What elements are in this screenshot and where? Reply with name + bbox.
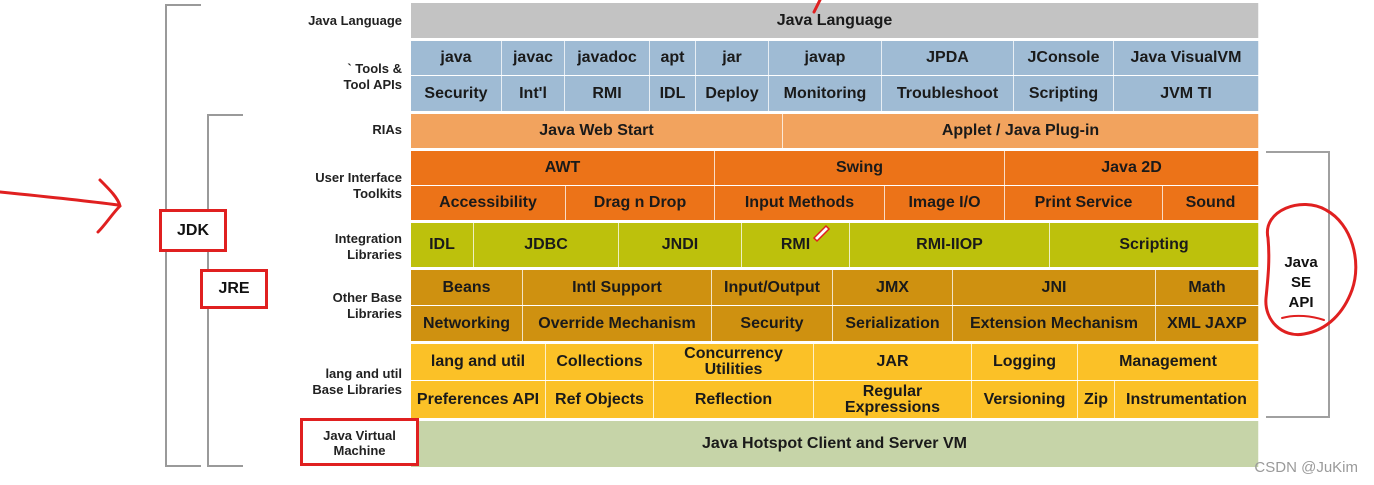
cell-networking: Networking: [411, 306, 523, 341]
red-top-mark: [812, 0, 822, 14]
cell-tools-monitoring: Monitoring: [769, 76, 882, 111]
row-label-ui-line1: User Interface: [315, 170, 402, 185]
cell-tools-rmi: RMI: [565, 76, 650, 111]
cell-tools-security: Security: [411, 76, 502, 111]
cell-tools-apt: apt: [650, 41, 696, 75]
cell-applet-plugin: Applet / Java Plug-in: [783, 114, 1259, 148]
cell-image-io: Image I/O: [885, 186, 1005, 220]
row-label-other-base-line1: Other Base: [332, 290, 402, 305]
cell-input-output: Input/Output: [712, 270, 833, 305]
java-se-api-label: Java SE API: [1276, 253, 1326, 313]
cell-hotspot-vm: Java Hotspot Client and Server VM: [411, 421, 1259, 467]
java-se-api-line3: API: [1288, 294, 1314, 311]
pen-cursor-icon: [812, 224, 831, 243]
cell-concurrency-utilities: Concurrency Utilities: [654, 344, 814, 380]
row-label-lang-util: lang and util Base Libraries: [270, 366, 402, 398]
cell-tools-intl: Int'l: [502, 76, 565, 111]
cell-accessibility: Accessibility: [411, 186, 566, 220]
cell-jndi: JNDI: [619, 223, 742, 267]
cell-versioning: Versioning: [972, 381, 1078, 418]
cell-collections: Collections: [546, 344, 654, 380]
red-underline: [1281, 314, 1325, 321]
cell-logging: Logging: [972, 344, 1078, 380]
cell-swing: Swing: [715, 151, 1005, 185]
row-label-integration-line2: Libraries: [347, 247, 402, 262]
row-label-ui: User Interface Toolkits: [270, 170, 402, 202]
cell-tools-java: java: [411, 41, 502, 75]
cell-java-web-start: Java Web Start: [411, 114, 783, 148]
cell-jni: JNI: [953, 270, 1156, 305]
cell-ob-security: Security: [712, 306, 833, 341]
cell-tools-jconsole: JConsole: [1014, 41, 1114, 75]
row-label-rias: RIAs: [372, 122, 402, 137]
red-arrow-head: [96, 178, 122, 234]
red-arrow-stroke: [0, 190, 120, 207]
red-circle: [1264, 203, 1358, 337]
cell-java-language: Java Language: [411, 3, 1259, 38]
row-label-lang-util-line1: lang and util: [325, 366, 402, 381]
cell-java-2d: Java 2D: [1005, 151, 1259, 185]
cell-ref-objects: Ref Objects: [546, 381, 654, 418]
cell-int-idl: IDL: [411, 223, 474, 267]
java-se-api-line1: Java: [1284, 254, 1318, 271]
java-se-api-bracket: [1266, 151, 1330, 418]
cell-input-methods: Input Methods: [715, 186, 885, 220]
row-label-other-base-line2: Libraries: [347, 306, 402, 321]
cell-print-service: Print Service: [1005, 186, 1163, 220]
cell-override-mechanism: Override Mechanism: [523, 306, 712, 341]
row-label-tools: ` Tools & Tool APIs: [270, 61, 403, 93]
cell-serialization: Serialization: [833, 306, 953, 341]
row-label-lang-util-line2: Base Libraries: [312, 382, 402, 397]
java-se-api-line2: SE: [1290, 274, 1311, 291]
cell-intl-support: Intl Support: [523, 270, 712, 305]
row-label-jvm-line2: Machine: [333, 443, 386, 458]
row-label-tools-line2: Tool APIs: [343, 77, 403, 92]
cell-drag-n-drop: Drag n Drop: [566, 186, 715, 220]
cell-tools-idl: IDL: [650, 76, 696, 111]
cell-int-rmi: RMI: [742, 223, 850, 267]
cell-zip: Zip: [1078, 381, 1115, 418]
watermark: CSDN @JuKim: [1254, 459, 1358, 476]
cell-sound: Sound: [1163, 186, 1259, 220]
cell-tools-javadoc: javadoc: [565, 41, 650, 75]
cell-tools-java-visualvm: Java VisualVM: [1114, 41, 1259, 75]
cell-xml-jaxp: XML JAXP: [1156, 306, 1259, 341]
cell-preferences-api: Preferences API: [411, 381, 546, 418]
cell-awt: AWT: [411, 151, 715, 185]
jre-label: JRE: [200, 269, 268, 309]
row-label-ui-line2: Toolkits: [353, 186, 402, 201]
cell-tools-jpda: JPDA: [882, 41, 1014, 75]
cell-tools-troubleshoot: Troubleshoot: [882, 76, 1014, 111]
cell-management: Management: [1078, 344, 1259, 380]
cell-tools-scripting: Scripting: [1014, 76, 1114, 111]
cell-tools-jar: jar: [696, 41, 769, 75]
row-label-integration-line1: Integration: [334, 231, 402, 246]
row-label-tools-line1: ` Tools &: [347, 61, 402, 76]
cell-tools-jvm-ti: JVM TI: [1114, 76, 1259, 111]
cell-instrumentation: Instrumentation: [1115, 381, 1259, 418]
cell-extension-mechanism: Extension Mechanism: [953, 306, 1156, 341]
cell-beans: Beans: [411, 270, 523, 305]
row-label-other-base: Other Base Libraries: [270, 290, 402, 322]
cell-tools-deploy: Deploy: [696, 76, 769, 111]
row-label-jvm-line1: Java Virtual: [323, 428, 396, 443]
cell-tools-javac: javac: [502, 41, 565, 75]
row-label-integration: Integration Libraries: [270, 231, 402, 263]
cell-tools-javap: javap: [769, 41, 882, 75]
cell-jdbc: JDBC: [474, 223, 619, 267]
cell-jar: JAR: [814, 344, 972, 380]
cell-jmx: JMX: [833, 270, 953, 305]
cell-int-scripting: Scripting: [1050, 223, 1259, 267]
jdk-label: JDK: [159, 209, 227, 252]
cell-lang-and-util: lang and util: [411, 344, 546, 380]
cell-reflection: Reflection: [654, 381, 814, 418]
row-label-jvm: Java Virtual Machine: [300, 418, 419, 466]
row-label-java-language: Java Language: [308, 13, 402, 28]
cell-math: Math: [1156, 270, 1259, 305]
cell-rmi-iiop: RMI-IIOP: [850, 223, 1050, 267]
cell-regular-expressions: Regular Expressions: [814, 381, 972, 418]
